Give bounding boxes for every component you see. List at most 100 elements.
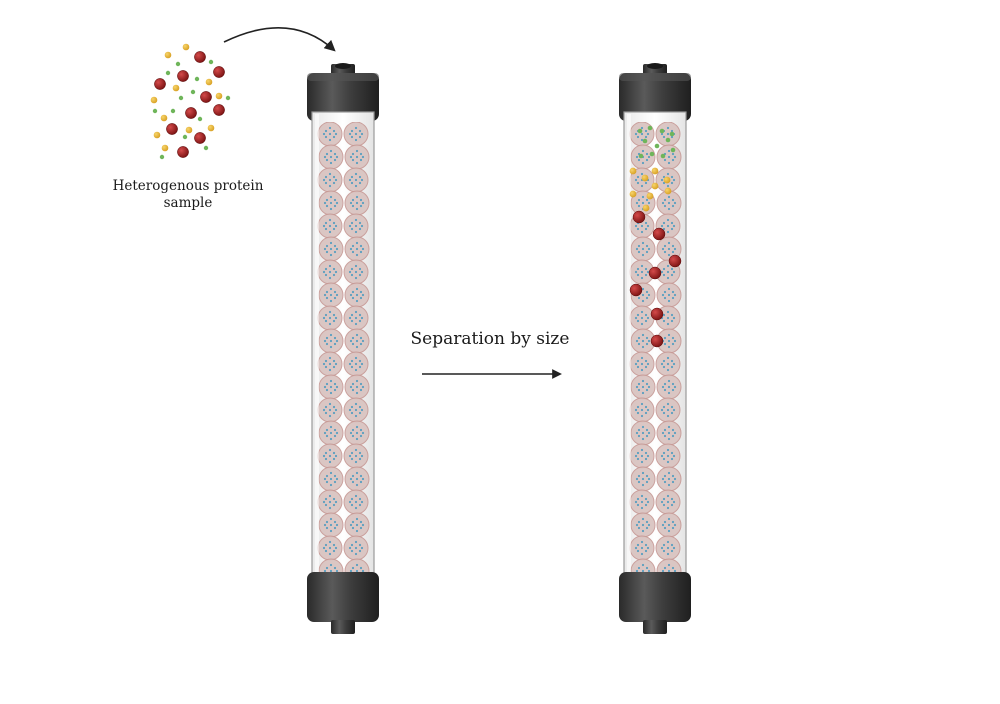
bead-pore — [332, 313, 336, 317]
bead-pore — [351, 388, 355, 392]
bead-pore — [634, 270, 638, 274]
bead-pore — [660, 408, 664, 412]
bead-pore — [354, 460, 358, 464]
bead-pore — [670, 405, 674, 409]
medium-protein — [207, 124, 215, 132]
bead-pore — [644, 365, 648, 369]
bead-pore — [355, 391, 359, 395]
bead-pore — [647, 247, 651, 251]
bead-pore — [333, 428, 337, 432]
bead-pore — [358, 543, 362, 547]
bead-pore — [324, 319, 328, 323]
bead-pore — [361, 523, 365, 527]
bead-pore — [332, 135, 336, 139]
bead-pore — [637, 526, 641, 530]
large-protein — [650, 334, 664, 348]
bead-pore — [349, 155, 353, 159]
bead-pore — [671, 198, 675, 202]
bead-pore — [645, 388, 649, 392]
bead-pore — [355, 241, 359, 245]
bead-pore — [332, 411, 336, 415]
bead-pore — [673, 385, 677, 389]
bead-pore — [645, 296, 649, 300]
bead-pore — [329, 569, 333, 573]
bead-pore — [647, 201, 651, 205]
bead-pore — [354, 316, 358, 320]
bead-pore — [325, 198, 329, 202]
medium-protein — [646, 192, 654, 200]
bead-pore — [640, 172, 644, 176]
bead-pore — [350, 175, 354, 179]
bead-pore — [634, 362, 638, 366]
bead-pore — [358, 273, 362, 277]
bead-pore — [355, 293, 359, 297]
small-protein — [159, 154, 165, 160]
bead-pore — [329, 563, 333, 567]
bead-pore — [663, 342, 667, 346]
bead-pore — [328, 276, 332, 280]
bead-pore — [350, 221, 354, 225]
bead-pore — [635, 155, 639, 159]
bead-pore — [645, 474, 649, 478]
small-protein — [175, 61, 181, 67]
bead-pore — [644, 273, 648, 277]
small-protein — [659, 128, 665, 134]
bead-pore — [349, 201, 353, 205]
bead-pore — [637, 566, 641, 570]
bead-pore — [640, 132, 644, 136]
bead-pore — [644, 129, 648, 133]
bead-pore — [325, 526, 329, 530]
bead-pore — [671, 296, 675, 300]
bead-pore — [359, 434, 363, 438]
bead-pore — [660, 500, 664, 504]
bead-pore — [634, 500, 638, 504]
bead-pore — [334, 408, 338, 412]
small-protein — [165, 70, 171, 76]
bead-pore — [329, 391, 333, 395]
bead-pore — [645, 158, 649, 162]
bead-pore — [661, 201, 665, 205]
bead-pore — [323, 431, 327, 435]
bead-pore — [667, 477, 671, 481]
bead-pore — [355, 379, 359, 383]
bead-pore — [348, 316, 352, 320]
bead-pore — [322, 132, 326, 136]
bead-pore — [640, 264, 644, 268]
bead-pore — [358, 411, 362, 415]
bead-pore — [667, 207, 671, 211]
bead-pore — [641, 483, 645, 487]
bead-pore — [328, 310, 332, 314]
bead-pore — [325, 480, 329, 484]
bead-pore — [335, 385, 339, 389]
bead-pore — [333, 290, 337, 294]
bead-pore — [640, 454, 644, 458]
bead-pore — [637, 434, 641, 438]
bead-pore — [670, 267, 674, 271]
bead-pore — [324, 135, 328, 139]
bead-pore — [673, 523, 677, 527]
bead-pore — [666, 460, 670, 464]
bead-pore — [666, 356, 670, 360]
bead-pore — [666, 454, 670, 458]
bead-pore — [360, 316, 364, 320]
bead-pore — [667, 437, 671, 441]
bead-pore — [332, 543, 336, 547]
bead-pore — [351, 250, 355, 254]
bead-pore — [361, 247, 365, 251]
bead-pore — [663, 428, 667, 432]
bead-pore — [670, 175, 674, 179]
column-bottom-cap — [307, 572, 379, 622]
medium-protein — [150, 96, 158, 104]
bead-pore — [350, 451, 354, 455]
bead-pore — [666, 494, 670, 498]
bead-pore — [667, 155, 671, 159]
bead-pore — [636, 457, 640, 461]
bead-pore — [333, 382, 337, 386]
bead-pore — [354, 448, 358, 452]
bead-pore — [663, 296, 667, 300]
bead-pore — [358, 405, 362, 409]
bead-pore — [360, 362, 364, 366]
bead-pore — [635, 569, 639, 573]
bead-pore — [670, 129, 674, 133]
bead-pore — [333, 244, 337, 248]
